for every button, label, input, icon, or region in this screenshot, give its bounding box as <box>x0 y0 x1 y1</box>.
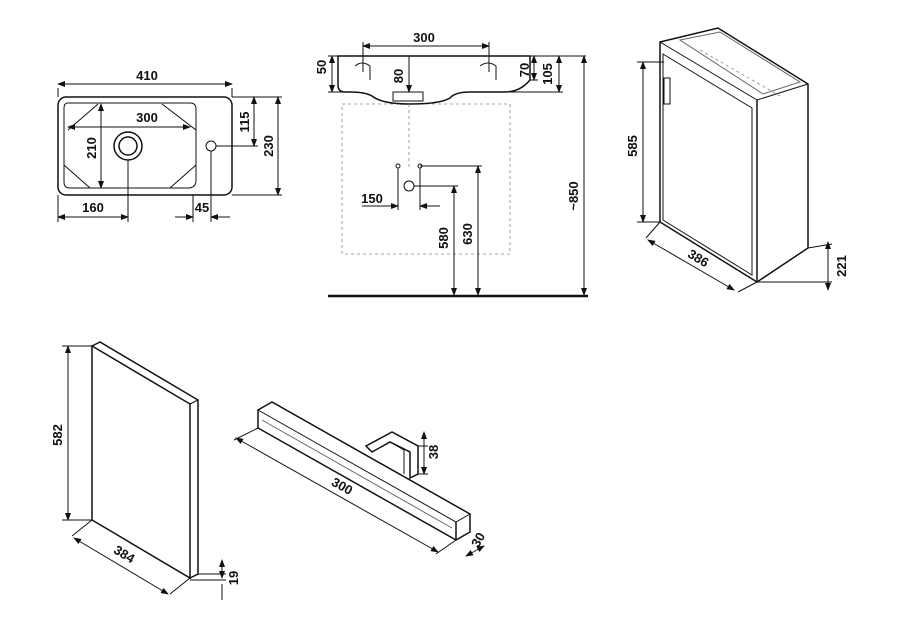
basin-depth-label: 210 <box>84 137 99 159</box>
basin-left-label: 160 <box>82 200 104 215</box>
light-bar-view <box>233 401 485 557</box>
basin-offset-label: 115 <box>237 112 252 133</box>
light-30-label: 30 <box>468 530 488 550</box>
panel-thickness-label: 19 <box>226 571 241 585</box>
basin-width-label: 410 <box>136 68 158 83</box>
basin-top-view <box>57 81 282 222</box>
front-105-label-visible: 105 <box>540 63 555 85</box>
basin-inner-label: 300 <box>136 110 158 125</box>
front-width-label: 300 <box>413 30 435 45</box>
cabinet-221-label: 221 <box>834 255 849 277</box>
cabinet-view <box>637 27 833 293</box>
front-70-label: 70 <box>517 63 532 77</box>
light-38-label: 38 <box>426 445 441 459</box>
light-length-label: 300 <box>329 474 355 498</box>
basin-total-depth-label: 230 <box>261 135 276 157</box>
front-630-label: 630 <box>460 223 475 245</box>
cabinet-depth-label: 386 <box>685 246 711 270</box>
side-panel-view <box>62 341 226 600</box>
front-150-label: 150 <box>361 191 383 206</box>
front-580-label: 580 <box>436 227 451 249</box>
cabinet-height-label: 585 <box>625 135 640 157</box>
front-850-label: ~850 <box>566 181 581 210</box>
front-elevation <box>328 42 588 298</box>
panel-height-label: 582 <box>50 424 65 446</box>
front-drain-label: 80 <box>391 69 406 83</box>
front-rim-label: 50 <box>314 60 329 74</box>
basin-right-label: 45 <box>195 200 209 215</box>
